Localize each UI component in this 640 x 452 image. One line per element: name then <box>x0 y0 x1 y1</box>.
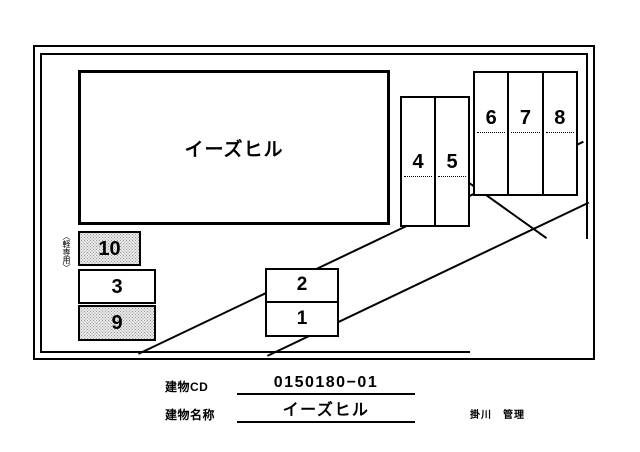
building-cd-label: 建物CD <box>165 380 209 394</box>
parking-stall-1[interactable]: 1 <box>267 303 337 336</box>
stall-number-1: 1 <box>296 307 308 329</box>
stall-number-10: 10 <box>98 237 121 260</box>
building-name-value: イーズヒル <box>282 402 370 419</box>
site-outer-boundary <box>33 45 595 360</box>
parking-stall-7[interactable]: 7 <box>509 73 544 194</box>
parking-stall-9[interactable]: 9 <box>78 305 156 341</box>
main-building: イーズヒル <box>78 70 390 225</box>
parking-stall-2[interactable]: 2 <box>267 270 337 303</box>
parking-stall-5[interactable]: 5 <box>436 98 468 225</box>
stall-number-3: 3 <box>111 275 123 298</box>
stall-7-divider <box>511 132 540 133</box>
inner-boundary-left-edge <box>40 53 42 353</box>
stall-number-4: 4 <box>412 151 424 173</box>
parking-stall-10[interactable]: 10 <box>78 231 141 266</box>
parking-stall-8[interactable]: 8 <box>544 73 576 194</box>
managing-office-label: 掛川 管理 <box>470 410 525 421</box>
building-cd-value: 0150180−01 <box>273 374 379 391</box>
building-name-caption-label: 建物名称 <box>165 408 216 422</box>
inner-boundary-bottom-edge <box>40 351 470 353</box>
stall-4-divider <box>404 176 432 177</box>
stall-5-divider <box>438 176 466 177</box>
building-cd-row: 建物CD 0150180−01 <box>165 373 415 395</box>
stall-number-6: 6 <box>485 107 497 129</box>
stall-number-9: 9 <box>111 312 123 334</box>
stall-8-divider <box>545 132 574 133</box>
stall-number-2: 2 <box>296 274 308 296</box>
parking-group-2-1: 2 1 <box>265 268 339 337</box>
building-name-row: 建物名称 イーズヒル <box>165 401 415 423</box>
parking-stall-6[interactable]: 6 <box>475 73 510 194</box>
site-inner-boundary <box>40 53 588 353</box>
parking-group-4-5: 4 5 <box>400 96 470 227</box>
stall-6-divider <box>477 132 506 133</box>
inner-boundary-top-edge <box>40 53 588 55</box>
building-name-value-field: イーズヒル <box>237 396 415 423</box>
stall-number-8: 8 <box>554 107 566 129</box>
building-cd-value-field: 0150180−01 <box>237 374 415 395</box>
caption-block: 建物CD 0150180−01 建物名称 イーズヒル 掛川 管理 <box>0 368 640 452</box>
building-name-label: イーズヒル <box>184 139 284 160</box>
stall-number-5: 5 <box>446 151 458 173</box>
stall-number-7: 7 <box>519 107 532 129</box>
parking-group-6-7-8: 6 7 8 <box>473 71 578 196</box>
inner-boundary-right-edge <box>586 53 588 239</box>
parking-stall-4[interactable]: 4 <box>402 98 436 225</box>
parking-stall-3[interactable]: 3 <box>78 269 156 304</box>
kei-only-caption: 〈軽専用〉 <box>62 232 71 272</box>
